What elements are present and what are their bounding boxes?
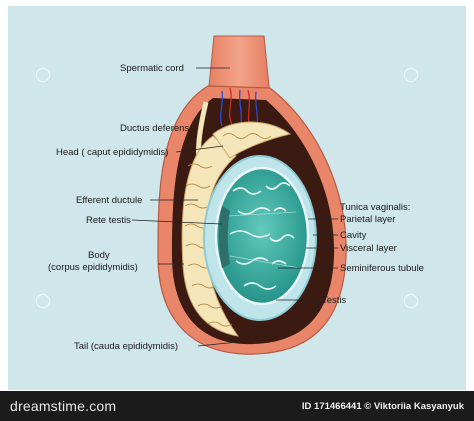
label-seminiferous-tubule: Seminiferous tubule [340, 263, 424, 274]
label-rete-testis: Rete testis [86, 215, 131, 226]
testis-anatomy-diagram [131, 35, 347, 355]
label-cavity: Cavity [340, 230, 367, 241]
label-visceral-layer: Visceral layer [340, 243, 397, 254]
image-credit: ID 171466441 © Viktoriia Kasyanyuk [301, 401, 464, 412]
leader-lines [131, 67, 338, 347]
watermark-icon [36, 68, 50, 82]
epididymis-head [212, 121, 292, 159]
label-head: Head ( caput epididymidis) [56, 147, 169, 158]
rete-testis [219, 206, 230, 268]
testis-body [214, 166, 310, 306]
testis-septa [227, 211, 301, 269]
label-efferent-ductule: Efferent ductule [76, 195, 143, 206]
label-tunica-vaginalis: Tunica vaginalis: [340, 202, 411, 213]
watermark-icon [36, 294, 50, 308]
label-spermatic-cord: Spermatic cord [120, 63, 184, 74]
seminiferous-tubules [229, 182, 295, 290]
label-parietal-layer: Parietal layer [340, 214, 396, 225]
label-body-sub: (corpus epididymidis) [48, 262, 138, 273]
watermark-icon [404, 68, 418, 82]
watermark-icon [404, 294, 418, 308]
label-ductus-deferens: Ductus deferens [120, 123, 190, 134]
brand-logo-text: dreamstime.com [10, 398, 117, 414]
diagram-panel: Spermatic cord Ductus deferens Head ( ca… [8, 6, 466, 390]
label-body: Body [88, 250, 110, 261]
label-testis: Testis [322, 295, 347, 306]
footer-bar: dreamstime.com ID 171466441 © Viktoriia … [0, 391, 474, 421]
label-tail: Tail (cauda epididymidis) [74, 341, 179, 352]
